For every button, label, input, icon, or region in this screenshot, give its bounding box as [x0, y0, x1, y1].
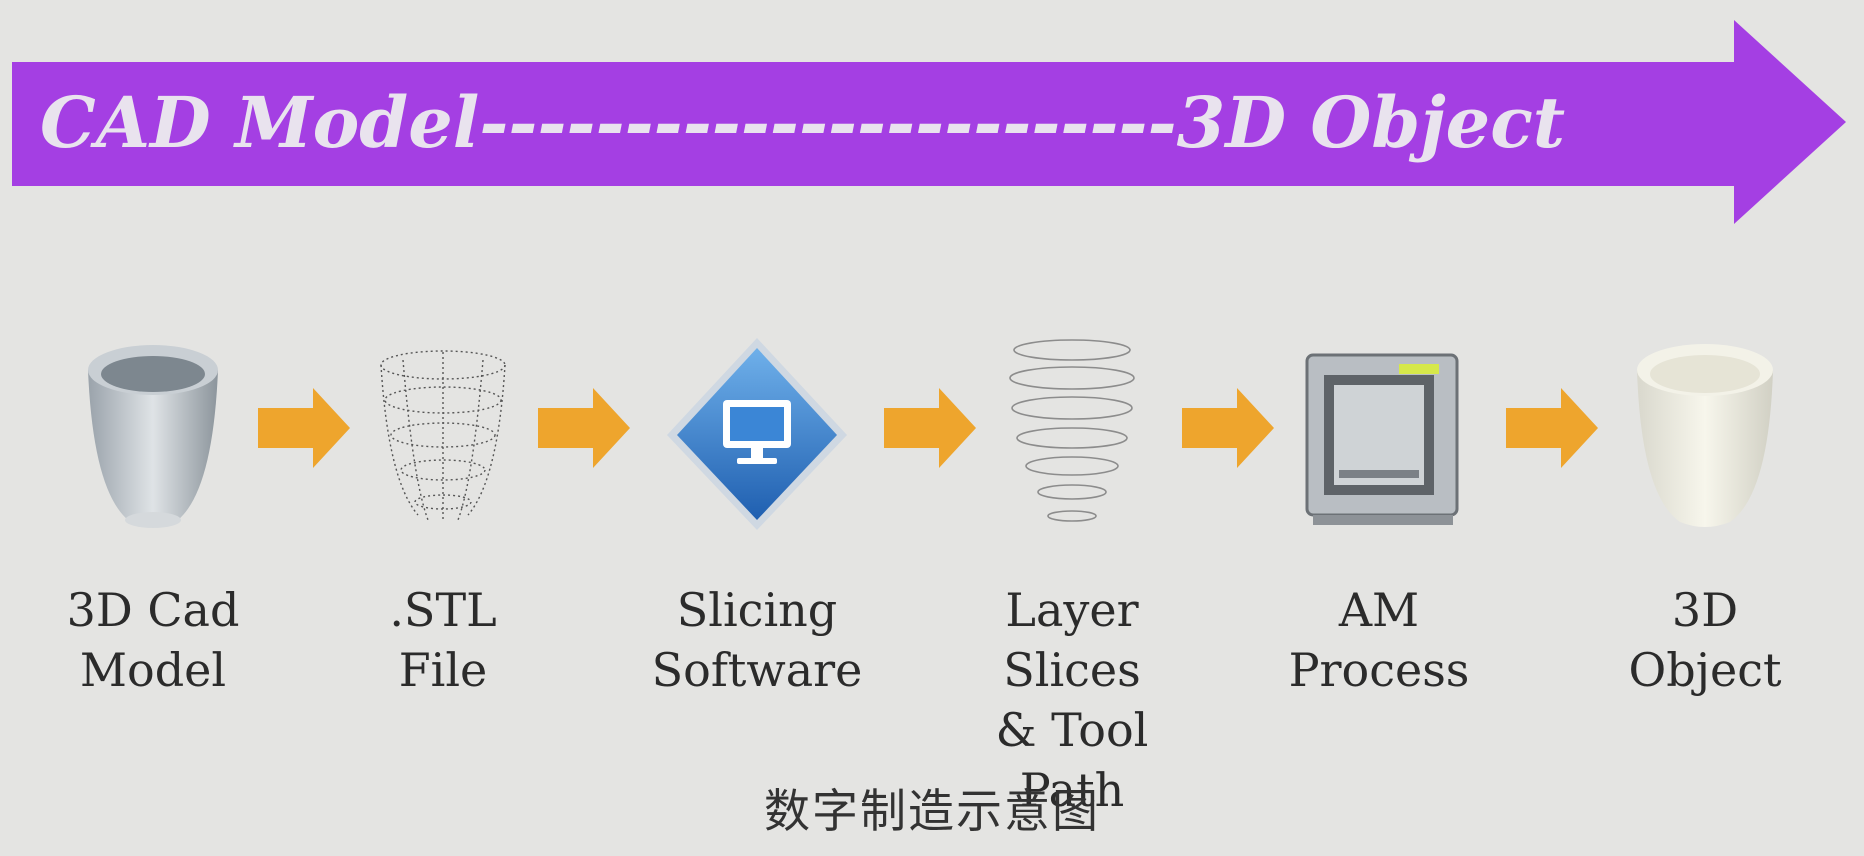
stl-mesh-icon — [380, 350, 506, 522]
diagram-caption: 数字制造示意图 — [764, 784, 1100, 838]
step-label: AM Process — [1288, 583, 1470, 697]
flow-arrow — [258, 388, 350, 468]
step-label: Slicing Software — [651, 583, 863, 697]
flow-arrow — [1506, 388, 1598, 468]
step-label: 3D Cad Model — [66, 583, 240, 697]
cup-model-icon — [88, 345, 218, 528]
layer-slices-icon — [1009, 339, 1135, 522]
flow-arrow — [538, 388, 630, 468]
printed-cup-icon — [1637, 344, 1773, 527]
3d-printer-icon — [1305, 353, 1459, 525]
banner-title: CAD Model------------------------3D Obje… — [40, 78, 1800, 168]
step-label: 3D Object — [1628, 583, 1782, 697]
banner-dashes: ------------------------ — [479, 81, 1177, 164]
step-label: Layer Slices & Tool Path — [995, 583, 1149, 817]
banner-start-label: CAD Model — [40, 81, 480, 164]
flow-arrow — [1182, 388, 1274, 468]
process-banner-arrow — [12, 20, 1846, 224]
banner-end-label: 3D Object — [1176, 81, 1566, 164]
slicing-software-icon — [667, 338, 847, 530]
flow-arrow — [884, 388, 976, 468]
step-label: .STL File — [389, 583, 497, 697]
